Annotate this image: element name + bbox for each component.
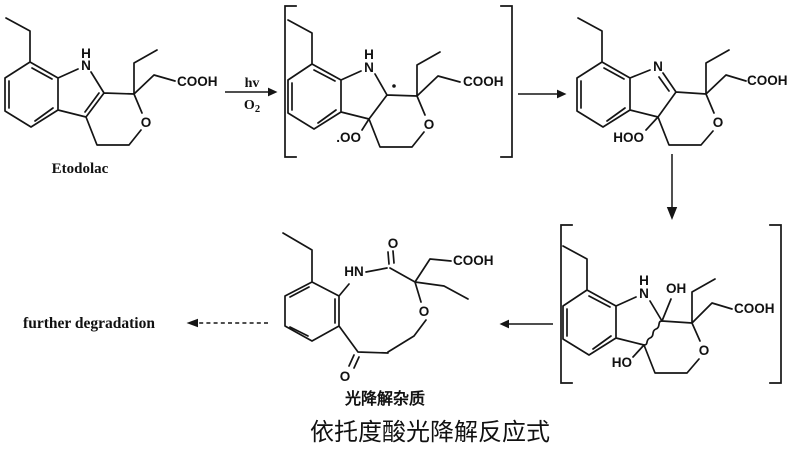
oxygen-subscript: 2	[255, 104, 260, 115]
oxygen-condition-label: O2	[244, 98, 260, 115]
structure-photoproduct: HN O COOH O O 光降解杂质	[282, 232, 494, 408]
hydroperoxide-skeleton	[576, 17, 747, 146]
ring-oxygen-label: O	[419, 304, 430, 319]
oxygen-symbol: O	[244, 98, 255, 113]
structure-etodolac: H N O COOH Etodolac	[4, 17, 218, 177]
reaction-arrow-1: hv O2	[225, 76, 278, 115]
nh-hydrogen-label: H	[364, 47, 374, 62]
right-bracket	[769, 224, 782, 384]
scheme-caption: 依托度酸光降解反应式	[310, 419, 550, 446]
pyran-oxygen-label: O	[141, 115, 152, 130]
cooh-label: COOH	[747, 73, 788, 88]
hydroxyl-oh-label: OH	[666, 281, 686, 296]
arrow-4-head-icon	[499, 319, 509, 329]
cooh-label: COOH	[463, 74, 504, 89]
peroxy-radical-label: .OO	[336, 130, 361, 145]
photoproduct-skeleton	[282, 232, 469, 369]
reaction-arrow-5-dashed	[186, 318, 268, 328]
arrow-1-head-icon	[268, 87, 278, 97]
cooh-label: COOH	[734, 301, 775, 316]
arrow-2-head-icon	[557, 89, 567, 99]
nitrogen-label: N	[639, 286, 649, 301]
cooh-label: COOH	[453, 253, 494, 268]
light-condition-label: hv	[245, 76, 260, 91]
arrow-5-head-icon	[186, 318, 198, 328]
cooh-label: COOH	[177, 74, 218, 89]
pyran-oxygen-label: O	[424, 117, 435, 132]
photoproduct-name-label: 光降解杂质	[344, 389, 425, 408]
etodolac-skeleton	[4, 17, 176, 146]
diol-skeleton	[562, 245, 733, 374]
etodolac-name-label: Etodolac	[52, 161, 109, 177]
ketone-oxygen-label: O	[340, 369, 351, 384]
further-degradation-label: further degradation	[23, 315, 155, 332]
nh-hydrogen-label: H	[639, 273, 649, 288]
structure-hydroperoxide: N HOO O COOH	[576, 17, 788, 146]
wavy-stereo-bond	[643, 320, 663, 346]
structure-diol-intermediate: H N OH HO O COOH	[560, 224, 782, 384]
radical-dot-icon	[392, 84, 396, 88]
left-bracket	[284, 5, 297, 158]
reaction-arrow-4-left	[499, 319, 553, 329]
amide-oxygen-label: O	[388, 236, 399, 251]
nitrogen-label: N	[364, 60, 374, 75]
left-bracket	[560, 224, 573, 384]
reaction-arrow-3-down	[666, 154, 678, 220]
arrow-3-head-icon	[666, 207, 678, 220]
hydroperoxy-label: HOO	[613, 130, 644, 145]
reaction-arrow-2	[518, 89, 567, 99]
right-bracket	[500, 5, 513, 158]
nh-hydrogen-label: H	[81, 46, 91, 61]
peroxy-radical-skeleton	[287, 19, 461, 148]
pyran-oxygen-label: O	[699, 343, 710, 358]
imine-nitrogen-label: N	[653, 59, 663, 74]
pyran-oxygen-label: O	[713, 115, 724, 130]
structure-peroxy-radical-intermediate: H N .OO O COOH	[284, 5, 513, 158]
amide-hn-label: HN	[344, 264, 364, 279]
hydroxyl-ho-label: HO	[612, 355, 632, 370]
nitrogen-label: N	[81, 58, 91, 73]
